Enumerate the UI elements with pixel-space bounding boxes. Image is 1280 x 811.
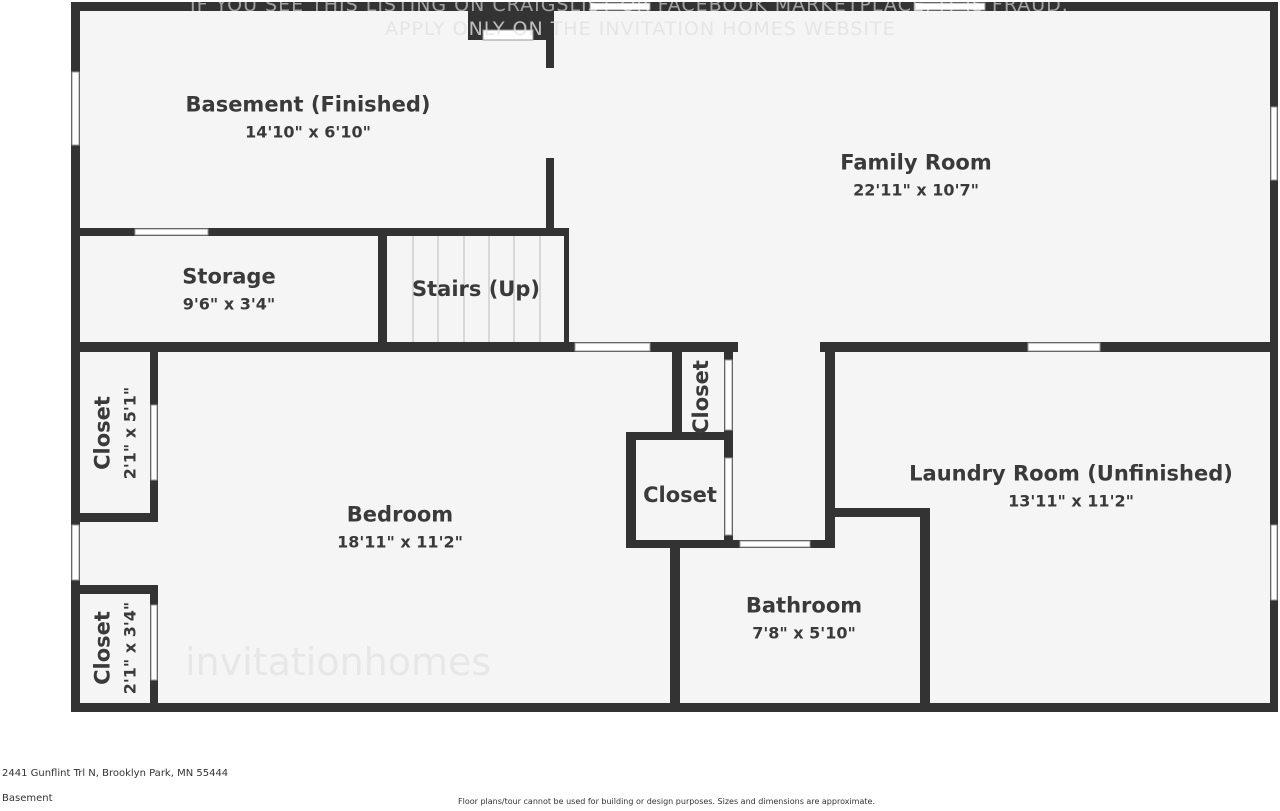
watermark-logo: invitationhomes: [185, 640, 492, 684]
walls: [71, 2, 1278, 712]
room-basement: Basement (Finished)14'10" x 6'10": [185, 92, 431, 142]
disclaimer: Floor plans/tour cannot be used for buil…: [458, 797, 875, 806]
room-laundry: Laundry Room (Unfinished)13'11" x 11'2": [909, 461, 1233, 511]
address: 2441 Gunflint Trl N, Brooklyn Park, MN 5…: [2, 768, 229, 779]
watermark-line2: APPLY ONLY ON THE INVITATION HOMES WEBSI…: [385, 18, 896, 40]
room-stairs: Stairs (Up): [412, 277, 540, 301]
level-label: Basement: [2, 793, 53, 804]
windows: [71, 2, 1278, 681]
watermark-line1: IF YOU SEE THIS LISTING ON CRAIGSLIST OR…: [190, 0, 1069, 16]
room-closet-3: Closet: [643, 483, 717, 507]
room-closet-2: Closet: [689, 360, 713, 434]
stair-treads: [412, 236, 541, 342]
